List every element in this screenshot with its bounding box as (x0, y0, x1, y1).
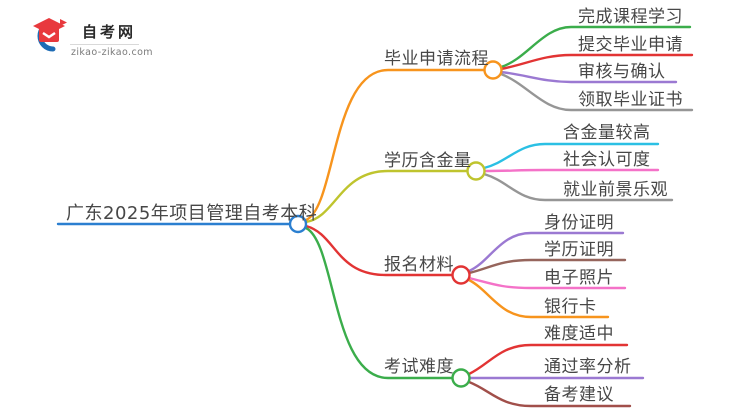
branch-label-degree-value: 学历含金量 (384, 151, 472, 171)
curve-child-electronic-photo (467, 276, 627, 290)
child-label-education-proof: 学历证明 (544, 240, 614, 260)
child-label-electronic-photo: 电子照片 (544, 268, 614, 288)
curve-child-high-value (482, 142, 660, 170)
branch-circle-difficulty (451, 368, 471, 388)
root-node-circle (288, 214, 308, 234)
curve-root-to-branch-materials (304, 224, 454, 277)
graduation-cap-icon (33, 18, 67, 52)
branch-label-difficulty: 考试难度 (384, 357, 454, 377)
curve-root-to-branch-graduation-process (304, 68, 486, 222)
curve-child-social-recognition (482, 168, 660, 173)
curve-child-prep-advice (467, 380, 632, 408)
curve-root-to-branch-difficulty (304, 226, 454, 380)
curve-child-complete-courses (499, 25, 692, 69)
branch-circle-graduation-process (483, 60, 503, 80)
child-label-submit-application: 提交毕业申请 (578, 35, 683, 55)
site-name: 自考网 (82, 23, 137, 41)
logo-divider (70, 44, 139, 45)
child-label-complete-courses: 完成课程学习 (578, 7, 683, 27)
curve-child-submit-application (499, 53, 694, 71)
curve-child-education-proof (467, 258, 627, 275)
branch-label-materials: 报名材料 (384, 255, 454, 275)
curve-child-job-prospects (482, 172, 674, 202)
curve-child-receive-diploma (499, 72, 694, 112)
child-label-identity-proof: 身份证明 (544, 213, 614, 233)
child-label-review-confirm: 审核与确认 (578, 62, 666, 82)
child-label-job-prospects: 就业前景乐观 (563, 180, 668, 200)
child-label-pass-rate: 通过率分析 (544, 357, 632, 377)
curve-child-identity-proof (467, 231, 625, 273)
branch-label-graduation-process: 毕业申请流程 (384, 49, 489, 69)
child-label-prep-advice: 备考建议 (544, 385, 614, 405)
branch-circle-degree-value (466, 161, 486, 181)
curve-child-bank-card (467, 278, 610, 319)
child-label-moderate-difficulty: 难度适中 (544, 324, 614, 344)
child-label-bank-card: 银行卡 (544, 297, 597, 317)
branch-circle-materials (451, 265, 471, 285)
site-url: zikao-zikao.com (71, 47, 153, 58)
curve-root-to-branch-degree-value (304, 169, 469, 224)
curve-child-moderate-difficulty (467, 343, 629, 376)
child-label-social-recognition: 社会认可度 (563, 150, 651, 170)
curve-child-review-confirm (499, 70, 678, 84)
child-label-high-value: 含金量较高 (563, 123, 651, 143)
child-label-receive-diploma: 领取毕业证书 (578, 90, 683, 110)
site-logo[interactable]: 自考网 zikao-zikao.com (28, 12, 158, 62)
root-node-label: 广东2025年项目管理自考本科 (66, 203, 318, 224)
